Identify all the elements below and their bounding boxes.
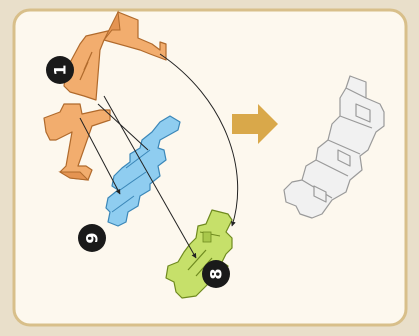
step-badge-1: 1 <box>46 56 74 84</box>
step-badge-8: 8 <box>202 260 230 288</box>
assembly-guide-lines <box>79 53 239 259</box>
step-number-1: 1 <box>51 64 70 75</box>
guide-line-4 <box>97 103 149 151</box>
orange-bracket-part <box>43 10 167 181</box>
guide-line-1 <box>159 53 239 227</box>
step-number-8: 8 <box>207 268 226 279</box>
assembled-result <box>283 75 385 219</box>
guide-line-3 <box>79 117 121 195</box>
step-badge-9: 9 <box>78 224 106 252</box>
instruction-panel <box>12 8 408 327</box>
blue-rail-part <box>105 115 181 227</box>
step-number-9: 9 <box>83 232 102 243</box>
right-arrow-icon <box>232 104 278 144</box>
